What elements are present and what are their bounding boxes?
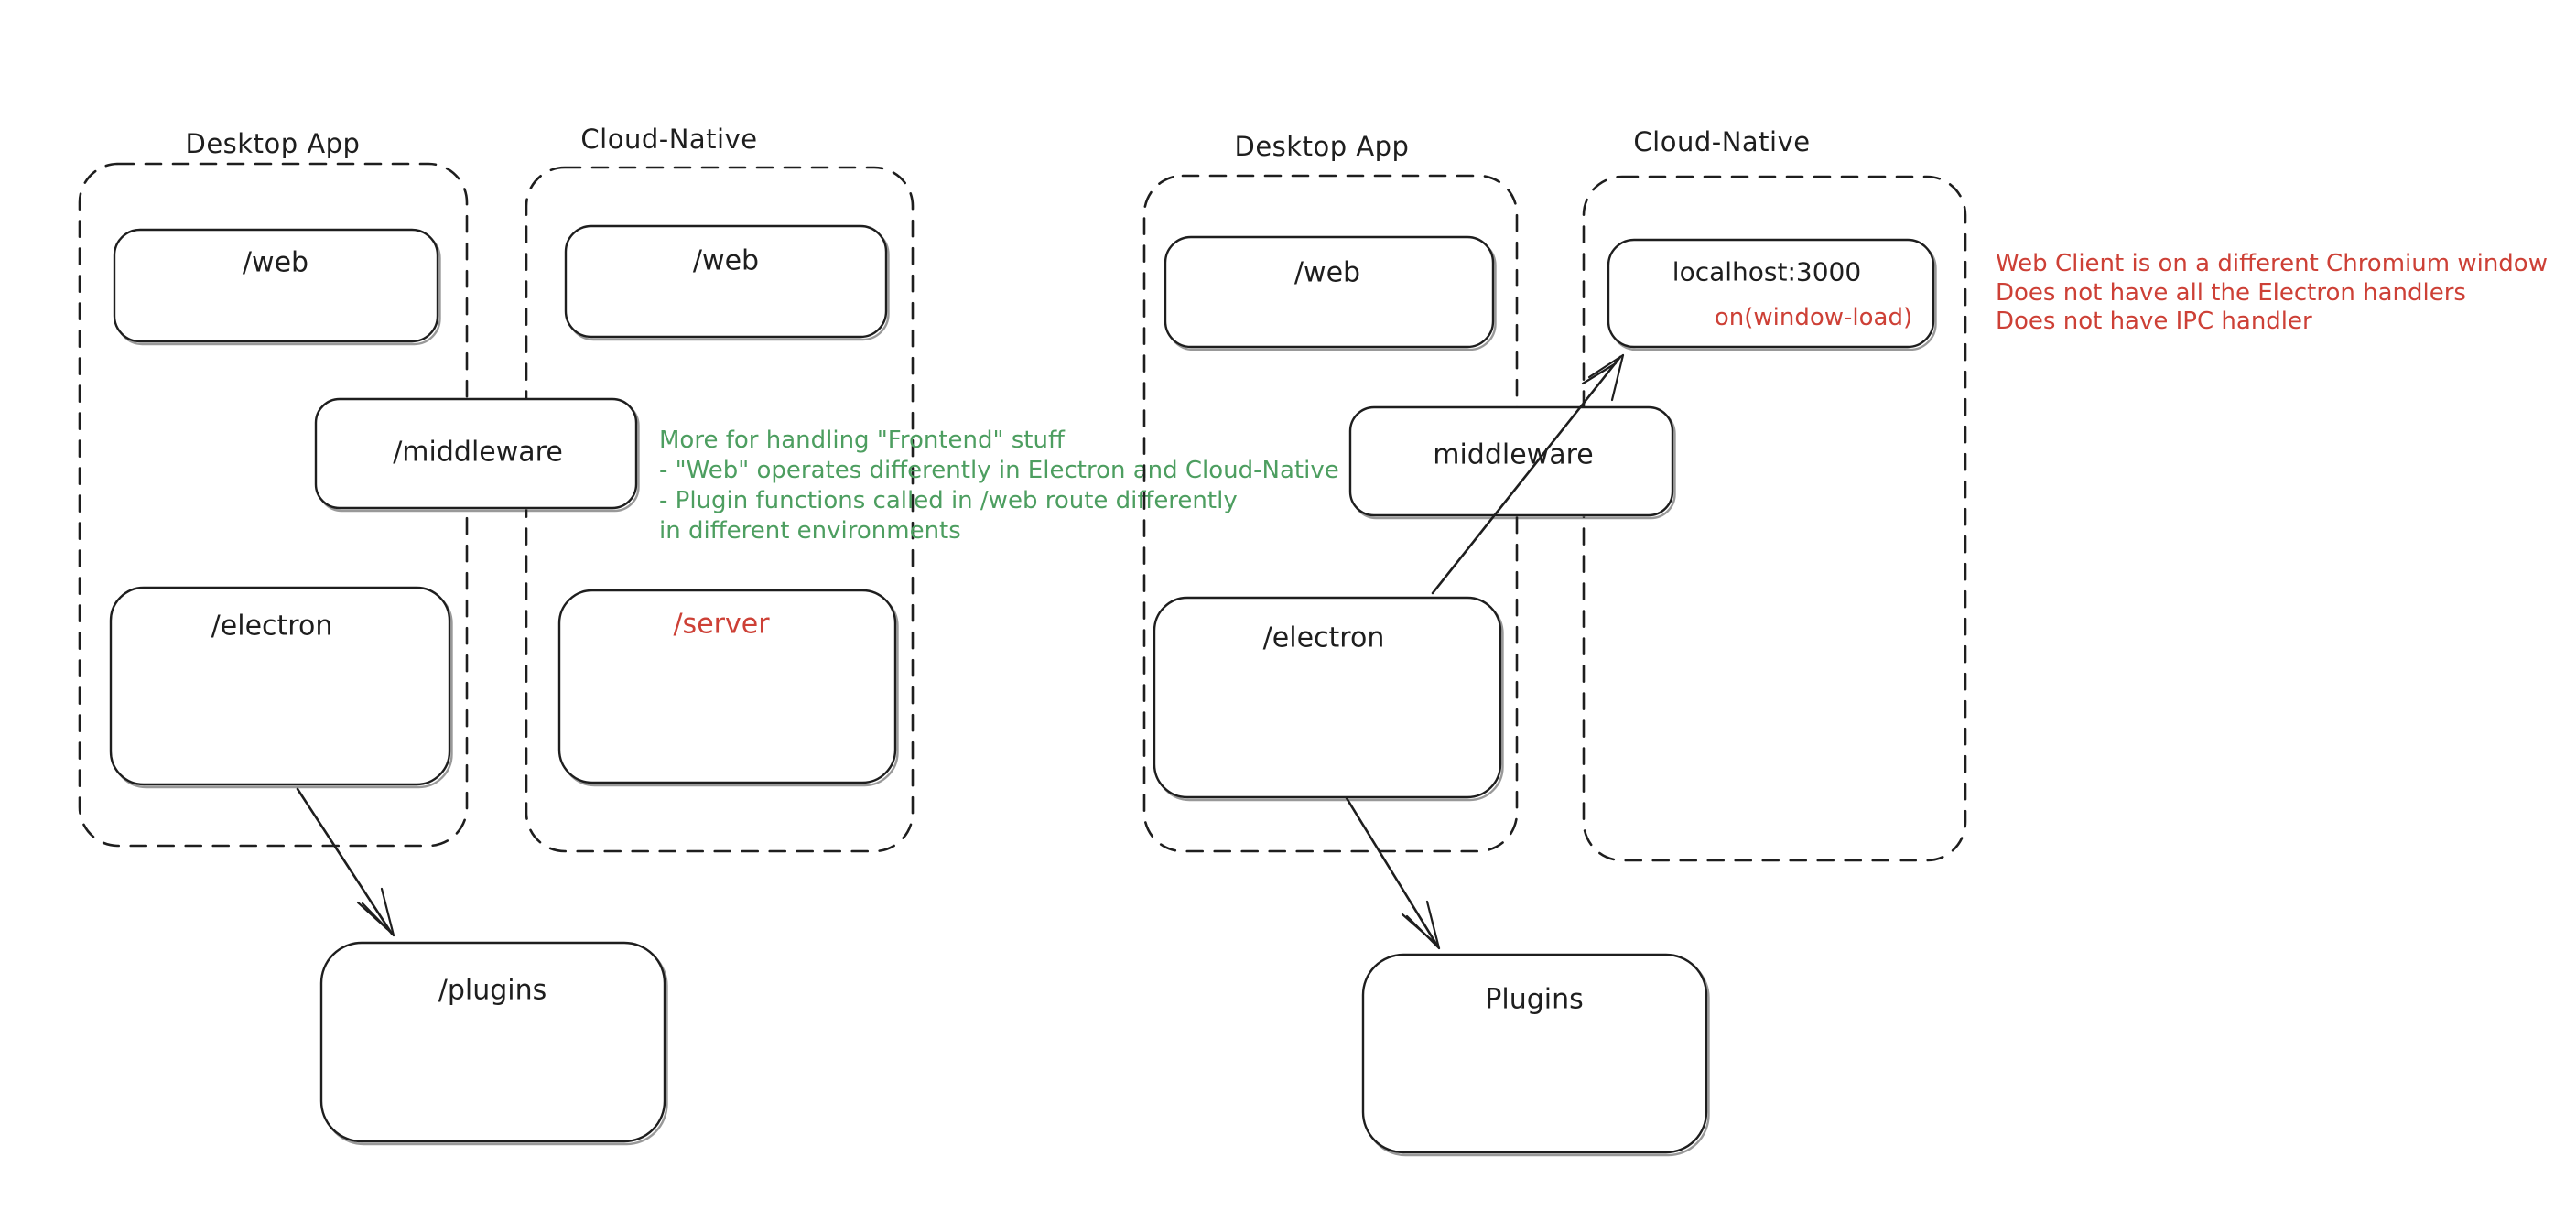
left-web-cloud-box-label: /web <box>693 245 759 277</box>
left-desktop-app-label: Desktop App <box>186 128 361 159</box>
right-electron-box-label: /electron <box>1263 622 1385 654</box>
left-electron-box <box>109 586 451 786</box>
right-cloud-native-label: Cloud-Native <box>1633 126 1810 157</box>
left-web-desktop-box-label: /web <box>243 247 308 279</box>
web-client-note-line-1: Web Client is on a different Chromium wi… <box>1996 250 2548 277</box>
left-server-box <box>557 589 897 784</box>
frontend-note: More for handling "Frontend" stuff - "We… <box>659 427 1339 545</box>
left-cloud-native-label: Cloud-Native <box>580 124 757 155</box>
frontend-note-line-4: in different environments <box>659 517 961 545</box>
right-web-box <box>1164 235 1495 349</box>
frontend-note-line-2: - "Web" operates differently in Electron… <box>659 457 1339 484</box>
left-electron-box-label: /electron <box>211 611 333 643</box>
right-electron-box <box>1153 596 1502 799</box>
left-web-desktop-box <box>113 228 439 343</box>
right-middleware-box-label: middleware <box>1433 439 1594 471</box>
right-middleware-box <box>1348 405 1674 517</box>
left-web-cloud-box <box>564 224 888 339</box>
localhost-box <box>1607 238 1935 349</box>
right-comparison: Desktop App Cloud-Native /web localhost:… <box>1142 126 2548 1157</box>
arrow-right-electron-to-plugins <box>1345 796 1441 950</box>
left-comparison: Desktop App Cloud-Native /web /web /midd… <box>78 124 1339 1146</box>
arrow-electron-to-localhost <box>1431 353 1625 595</box>
left-plugins-box <box>319 941 666 1143</box>
right-desktop-app-container <box>1142 174 1519 853</box>
frontend-note-line-1: More for handling "Frontend" stuff <box>659 427 1066 454</box>
right-plugins-box-label: Plugins <box>1485 984 1583 1016</box>
left-server-box-label: /server <box>673 609 770 641</box>
localhost-window-load-label: on(window-load) <box>1715 304 1912 331</box>
right-plugins-box <box>1361 953 1708 1154</box>
left-cloud-native-container <box>525 166 915 853</box>
left-middleware-box <box>314 397 638 510</box>
frontend-note-line-3: - Plugin functions called in /web route … <box>659 487 1238 514</box>
right-web-box-label: /web <box>1294 257 1360 289</box>
left-middleware-box-label: /middleware <box>393 437 563 469</box>
right-cloud-native-container <box>1582 175 1967 862</box>
right-desktop-app-label: Desktop App <box>1235 131 1410 162</box>
web-client-note-line-2: Does not have all the Electron handlers <box>1996 279 2466 307</box>
web-client-note: Web Client is on a different Chromium wi… <box>1996 250 2548 335</box>
left-plugins-box-label: /plugins <box>438 975 547 1007</box>
localhost-box-label: localhost:3000 <box>1672 257 1861 287</box>
web-client-note-line-3: Does not have IPC handler <box>1996 308 2312 335</box>
arrow-left-electron-to-plugins <box>296 787 395 937</box>
